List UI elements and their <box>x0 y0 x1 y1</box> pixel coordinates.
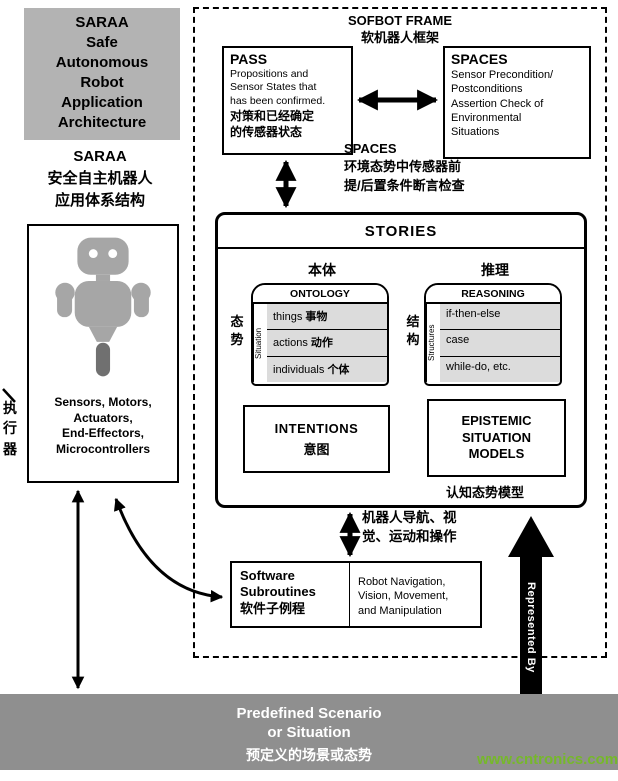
reasoning-side-label: Structures <box>426 304 440 382</box>
pass-box: PASS Propositions and Sensor States that… <box>222 46 353 155</box>
robot-navigation-caption: 机器人导航、视 觉、运动和操作 <box>362 510 457 544</box>
stories-box: STORIES 本体 推理 态 势 结 构 ONTOLOGY Situation… <box>215 212 587 508</box>
spaces-caption: SPACES 环境态势中传感器前 提/后置条件断言检查 <box>344 141 504 196</box>
spaces-caption-title: SPACES <box>344 141 397 156</box>
spaces-title: SPACES <box>451 51 508 67</box>
pass-body-zh: 对策和已经确定 的传感器状态 <box>230 108 315 139</box>
reasoning-row-while-do-text: while-do, etc. <box>446 360 511 373</box>
intentions-box: INTENTIONS 意图 <box>243 405 390 473</box>
sofbot-frame-title: SOFBOT FRAME 软机器人框架 <box>348 13 452 45</box>
ontology-table: ONTOLOGY Situation things 事物 actions 动作 … <box>251 283 389 386</box>
ontology-body: Situation things 事物 actions 动作 individua… <box>253 304 387 382</box>
ontology-row-individuals-zh: 个体 <box>327 363 350 376</box>
reasoning-table: REASONING Structures if-then-else case w… <box>424 283 562 386</box>
software-subroutines-title: Software Subroutines 软件子例程 <box>232 563 350 626</box>
ontology-side-label: Situation <box>253 304 267 382</box>
left-edge-label: 执 行 器 <box>3 400 17 457</box>
sofbot-frame-border <box>193 7 607 658</box>
stories-divider <box>218 247 584 249</box>
stories-title: STORIES <box>364 223 438 240</box>
ontology-rows: things 事物 actions 动作 individuals 个体 <box>267 304 387 382</box>
ontology-caption: 本体 <box>308 262 336 278</box>
predefined-scenario-subtitle: 预定义的场景或态势 <box>246 746 372 763</box>
pass-title: PASS <box>230 51 268 67</box>
software-subroutines-box: Software Subroutines 软件子例程 Robot Navigat… <box>230 561 482 628</box>
ontology-row-things-en: things <box>273 311 303 323</box>
hardware-label: Sensors, Motors, Actuators, End-Effector… <box>54 395 152 456</box>
software-subroutines-body: Robot Navigation, Vision, Movement, and … <box>358 576 449 617</box>
ontology-row-actions-en: actions <box>273 337 308 350</box>
reasoning-row-case: case <box>440 330 560 357</box>
spaces-caption-body: 环境态势中传感器前 提/后置条件断言检查 <box>344 159 465 193</box>
ontology-row-things-zh: 事物 <box>305 311 328 323</box>
pass-body: Propositions and Sensor States that has … <box>230 68 326 107</box>
ontology-row-actions: actions 动作 <box>267 330 387 357</box>
reasoning-row-case-text: case <box>446 334 470 347</box>
predefined-scenario-title: Predefined Scenario or Situation <box>236 705 382 741</box>
ontology-outer-label: 态 势 <box>230 314 244 348</box>
reasoning-rows: if-then-else case while-do, etc. <box>440 304 560 382</box>
reasoning-outer-label: 结 构 <box>406 314 420 348</box>
reasoning-header: REASONING <box>426 285 560 304</box>
ontology-row-actions-zh: 动作 <box>310 337 333 350</box>
represented-by-label: Represented By <box>525 581 537 673</box>
ontology-row-things: things 事物 <box>267 304 387 331</box>
reasoning-row-if-then-else-text: if-then-else <box>446 308 501 320</box>
spaces-body: Sensor Precondition/ Postconditions Asse… <box>451 69 554 139</box>
reasoning-caption: 推理 <box>481 262 509 278</box>
reasoning-row-if-then-else: if-then-else <box>440 304 560 331</box>
watermark-text: www.cntronics.com <box>477 751 618 768</box>
ontology-header: ONTOLOGY <box>253 285 387 304</box>
saraa-caption: SARAA 安全自主机器人 应用体系结构 <box>47 148 153 209</box>
predefined-scenario-bar: Predefined Scenario or Situation 预定义的场景或… <box>0 694 618 770</box>
epistemic-models-box: EPISTEMIC SITUATION MODELS <box>427 399 566 477</box>
reasoning-row-while-do: while-do, etc. <box>440 356 560 382</box>
ontology-row-individuals-en: individuals <box>273 363 325 376</box>
hardware-box: Sensors, Motors, Actuators, End-Effector… <box>27 224 179 483</box>
intentions-subtitle: 意图 <box>303 441 330 457</box>
saraa-architecture-box: SARAA Safe Autonomous Robot Application … <box>24 8 180 140</box>
intentions-title: INTENTIONS <box>274 420 359 436</box>
epistemic-caption: 认知态势模型 <box>446 485 525 500</box>
ontology-row-individuals: individuals 个体 <box>267 356 387 382</box>
reasoning-body: Structures if-then-else case while-do, e… <box>426 304 560 382</box>
spaces-box: SPACES Sensor Precondition/ Postconditio… <box>443 46 591 159</box>
robot-icon <box>55 237 151 377</box>
